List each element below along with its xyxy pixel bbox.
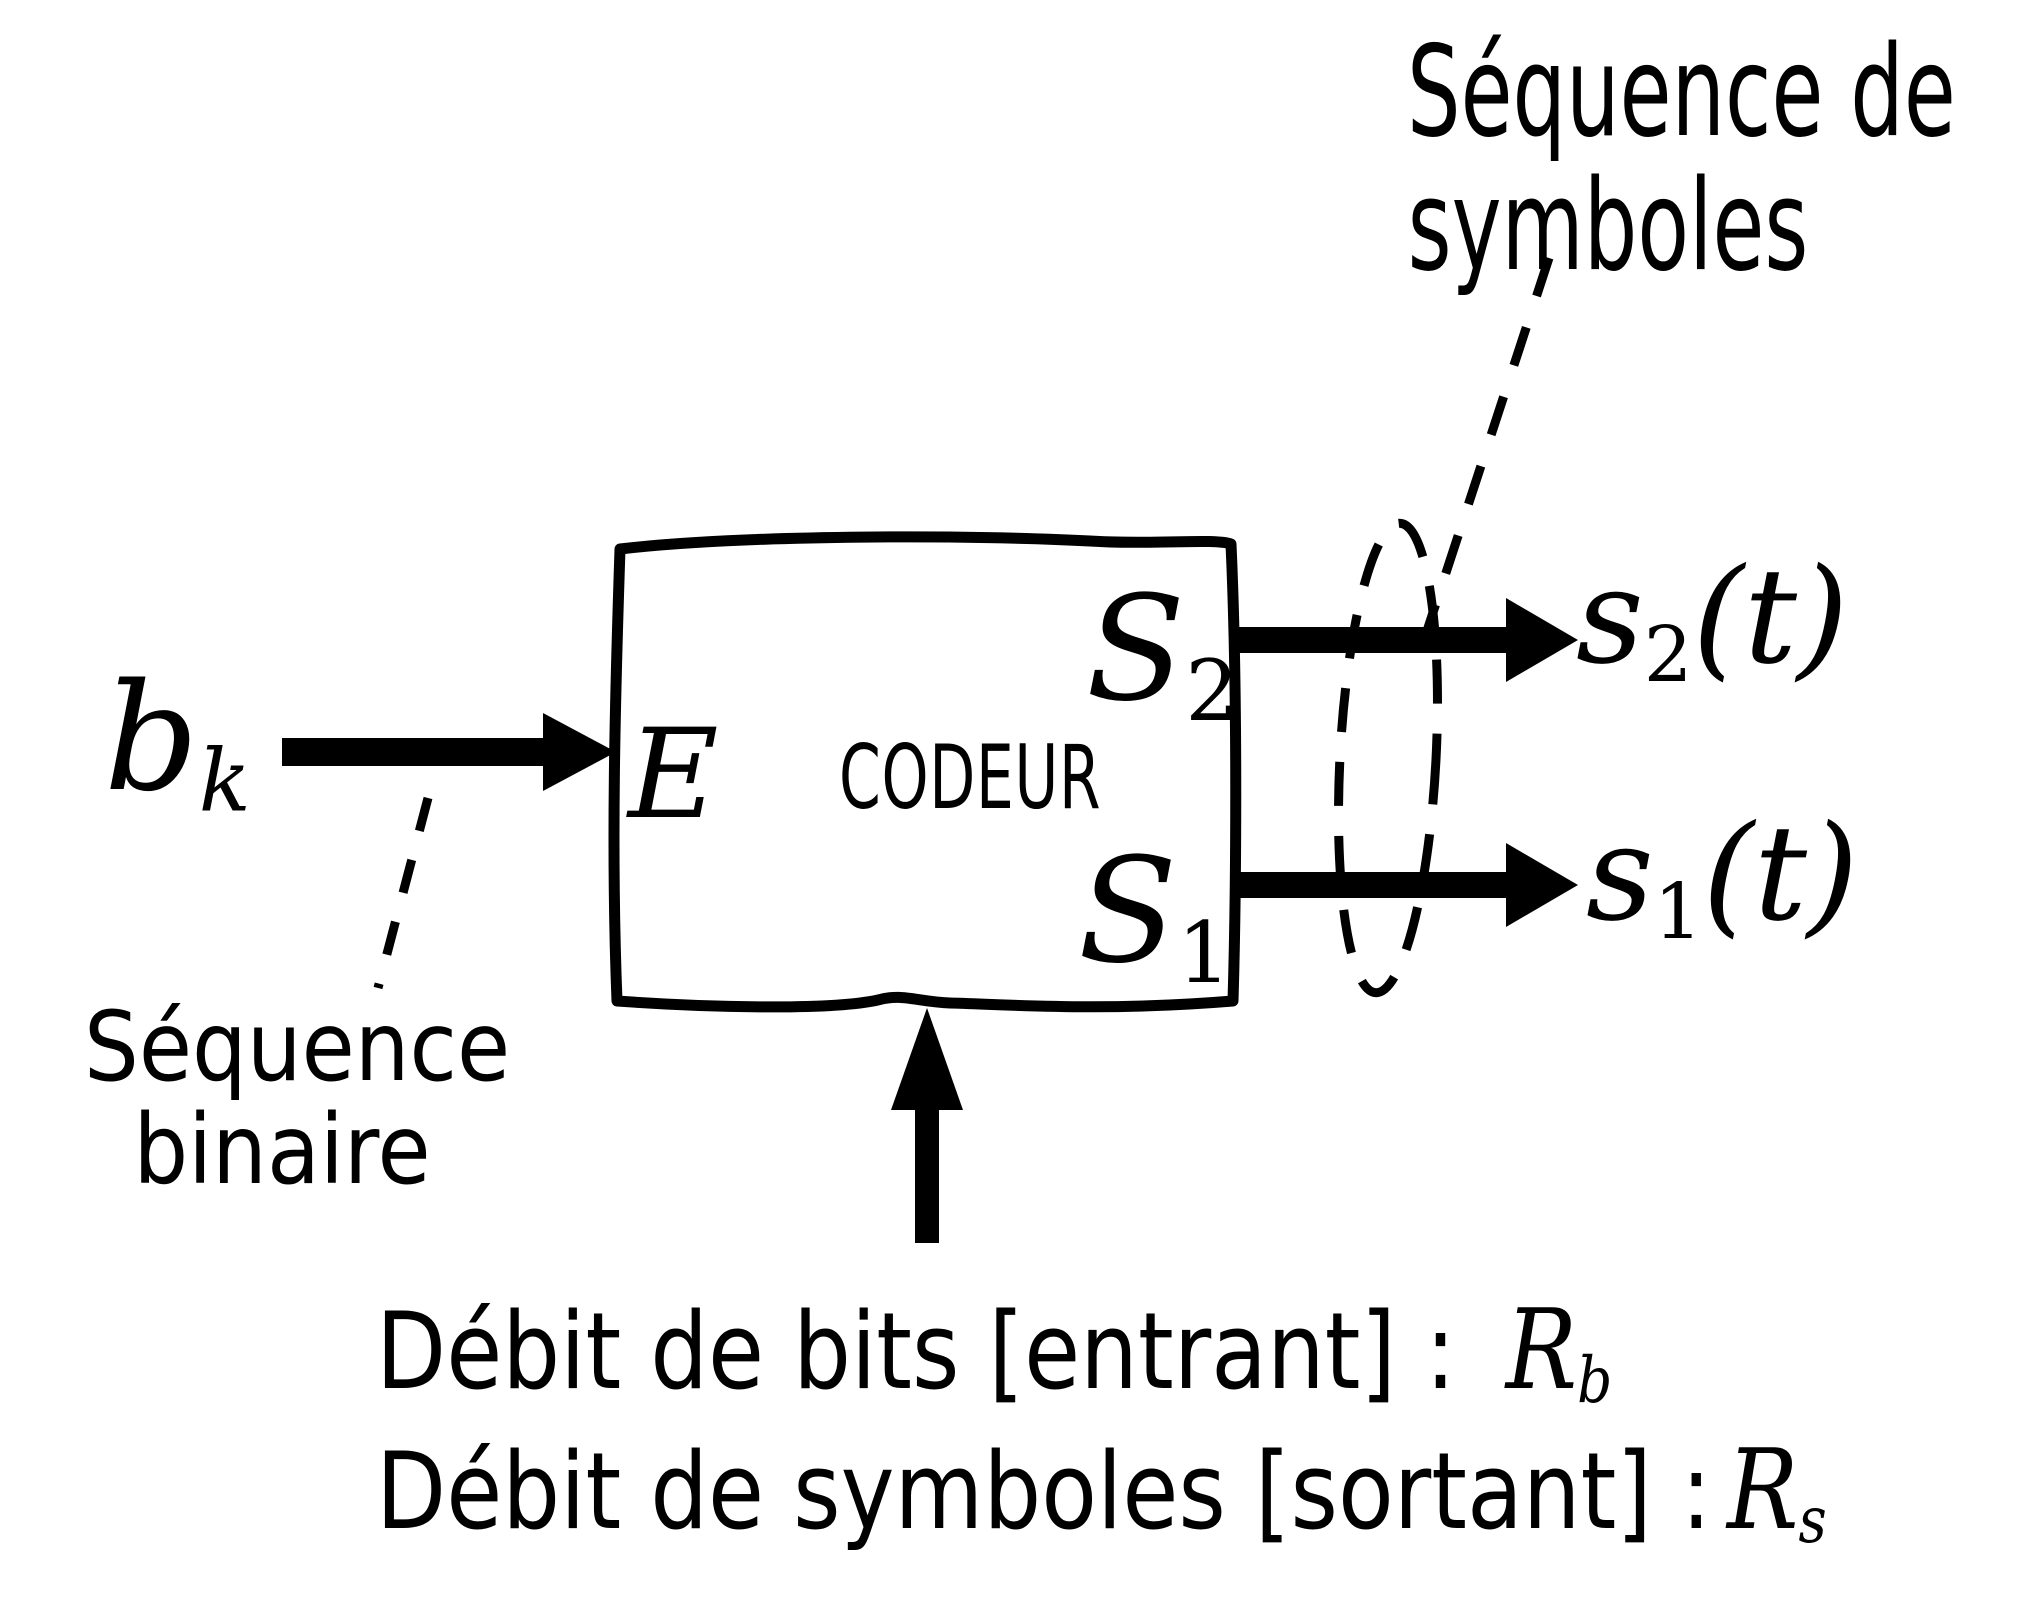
input-arrow — [282, 713, 616, 791]
symbol-sequence-ellipse — [1334, 518, 1442, 998]
binary-sequence-line1: Séquence — [84, 991, 511, 1103]
rate-out-variable: Rs — [1727, 1425, 1827, 1558]
rates-caption: Débit de bits [entrant] : Rb Débit de sym… — [376, 1282, 1827, 1561]
block-name-label: CODEUR — [839, 726, 1102, 829]
output-signal-bottom-label: s1(t) — [1586, 797, 1859, 958]
symbol-rate-arrow — [891, 1008, 963, 1243]
binary-sequence-line2: binaire — [133, 1093, 431, 1206]
output-port-bottom-label: S1 — [1078, 827, 1231, 1003]
output-arrow-top — [1234, 598, 1578, 682]
output-arrow-bottom — [1234, 843, 1578, 927]
rate-out-line: Débit de symboles [sortant] :Rs — [376, 1422, 1827, 1562]
input-signal-label: bk — [104, 664, 251, 825]
rate-in-variable: Rb — [1505, 1286, 1613, 1419]
symbol-sequence-line1: Séquence de — [1407, 18, 1956, 165]
symbol-sequence-label: Séquence de symboles — [1407, 18, 1956, 299]
binary-sequence-label: Séquence binaire — [84, 991, 511, 1206]
codeur-box — [608, 531, 1242, 1013]
rate-out-text: Débit de symboles [sortant] : — [376, 1429, 1712, 1553]
binary-sequence-leader-line — [373, 796, 433, 990]
symbol-sequence-line2: symboles — [1407, 151, 1809, 299]
input-signal-subscript: k — [198, 731, 251, 832]
output-port-top-label: S2 — [1086, 565, 1239, 741]
input-signal-base: b — [104, 652, 199, 824]
rate-in-line: Débit de bits [entrant] : Rb — [376, 1282, 1827, 1422]
output-signal-top-label: s2(t) — [1576, 540, 1849, 701]
rate-in-text: Débit de bits [entrant] : — [376, 1290, 1456, 1413]
input-port-label: E — [628, 703, 719, 847]
symbol-sequence-leader-line — [1419, 256, 1554, 642]
